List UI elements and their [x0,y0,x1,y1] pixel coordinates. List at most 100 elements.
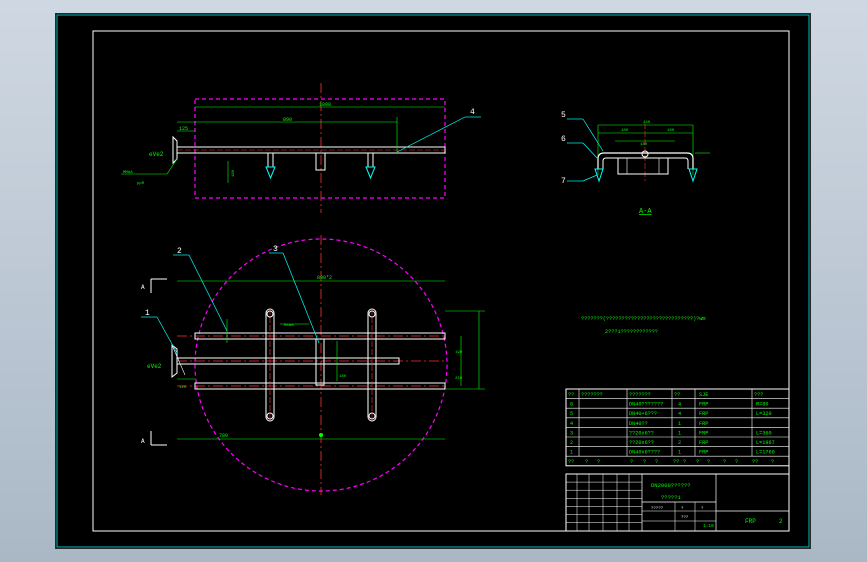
bom-cell-material: FRP [699,402,708,408]
bom-footer-cell: ?? [568,459,574,465]
part-7-leader [582,174,598,182]
section-dim-side-text: 180 [640,143,648,147]
title-block: DN2000?????? ?????1 ????? ? ? ??? 1:10 F… [565,473,790,532]
bom-cell-name: DN40+6??? [629,411,657,417]
note-b: ppR [137,182,145,186]
elevation-drop-left [265,152,276,180]
dim-inner-text: 890 [283,117,292,123]
plan-dim-top-text: 890*2 [317,275,332,281]
section-mark-bottom: A [141,438,145,445]
bom-cell-no: 4 [570,421,573,427]
plan-dim-bottom-text: 780 [219,433,228,439]
part-5-label: 5 [561,111,566,120]
drawing-scale: 1:10 [703,523,714,529]
section-view-title: A-A [639,208,652,216]
plan-inlet-flange [171,343,178,379]
dim-side-text: 125 [179,126,188,132]
section-mark-top: A [141,284,145,291]
bom-footer-cell: ? [696,459,699,465]
bom-header-cell: ??????? [629,392,651,398]
bom-cell-remark: L=1760 [756,450,775,456]
bom-footer-cell: ?? [673,459,679,465]
bom-footer-cell: ? [630,459,633,465]
dim-overall-text: 1000 [319,102,331,108]
bom-footer-cell: ? [585,459,588,465]
part-4-label: 4 [470,108,475,117]
part-3-label: 3 [273,245,278,254]
elevation-support [315,152,326,171]
bom-cell-no: 3 [570,430,573,436]
cad-drawing-canvas[interactable]: 1000 890 125 180 eVe2 MMAA ppR 4 440 180… [55,13,811,549]
bom-footer-cell: ? [771,459,774,465]
elev-label-top: eVe2 [149,151,164,158]
section-dim-b-text: 180 [667,129,675,133]
lateral-right-bottom-end [368,412,376,420]
plan-center-point [319,433,323,437]
bom-header-cell: ??? [754,392,763,398]
lateral-left-bottom-end [266,412,274,420]
bom-cell-qty: 1 [678,430,681,436]
bom-header-cell: ??????? [581,392,603,398]
plan-dim-r1-text: 190 [455,351,463,355]
bom-footer-cell: ? [597,459,600,465]
note-a: MMAA [123,171,133,175]
section-pipe-outer [597,152,694,169]
bom-cell-no: 5 [570,411,573,417]
bom-cell-qty: 2 [678,440,681,446]
bom-footer-cell: ? [643,459,646,465]
bom-cell-remark: L=360 [756,430,772,436]
bom-cell-no: 2 [570,440,573,446]
part-4-leader [396,116,466,153]
section-support-block [617,157,669,175]
inner-border [92,30,790,532]
technical-note-1: ???????(????????????????????????????)?wm [581,316,706,322]
part-6-label: 6 [561,135,566,144]
plan-center-support [315,338,325,386]
bom-footer-cell: ? [683,459,686,465]
bom-footer-cell: ? [723,459,726,465]
bom-cell-remark: L=1967 [756,440,775,446]
title-small-a: ????? [651,507,664,511]
bom-header-cell: SJE [699,392,708,398]
title-material: FRP [745,518,756,525]
section-pipe-inner [602,157,689,169]
elevation-drop-right [365,152,376,180]
bom-cell-name: DN40?? [629,421,648,427]
drawing-number: DN2000?????? [651,482,691,489]
outer-frame [56,14,810,548]
part-7-label: 7 [561,177,566,186]
section-pipe-circle [641,150,649,158]
bom-cell-name: ??20x6?? [629,440,654,446]
bom-footer-cell: ? [735,459,738,465]
bom-cell-material: FRP [699,450,708,456]
bom-cell-material: FRP [699,421,708,427]
bom-cell-qty: 4 [678,411,681,417]
part-2-leader [188,254,228,332]
elevation-view: 1000 890 125 180 eVe2 MMAA ppR 4 [121,83,481,213]
section-dim-total-text: 440 [643,121,651,125]
title-block-signature-grid [566,474,642,531]
bom-cell-name: DN40??????? [629,402,663,408]
elevation-outline [194,98,446,199]
part-5-leader [582,118,604,152]
bom-cell-qty: 4 [678,402,681,408]
bom-footer-cell: ? [707,459,710,465]
bom-footer-cell: ? [655,459,658,465]
plan-dim-center-text: 180 [339,375,347,379]
bom-cell-no: 6 [570,402,573,408]
bom-cell-name: DN40x6???? [629,450,660,456]
plan-branch-lower [194,382,446,390]
title-small-c: ? [701,507,704,511]
plan-dim-left-text: 125 [179,386,187,390]
note-leader-diag [166,158,178,175]
plan-dim-mid-text: Ream [284,324,294,328]
bom-cell-material: FRP [699,440,708,446]
plan-view: 890*2 780 125 Ream 180 190 210 A A eVe2 … [141,235,485,495]
technical-note-2: 2???1???????????? [605,329,658,335]
title-block-frame [565,473,790,532]
section-dim-a-text: 180 [621,129,629,133]
part-1-label: 1 [145,309,150,318]
bom-cell-qty: 1 [678,450,681,456]
part-3-leader [282,252,320,344]
